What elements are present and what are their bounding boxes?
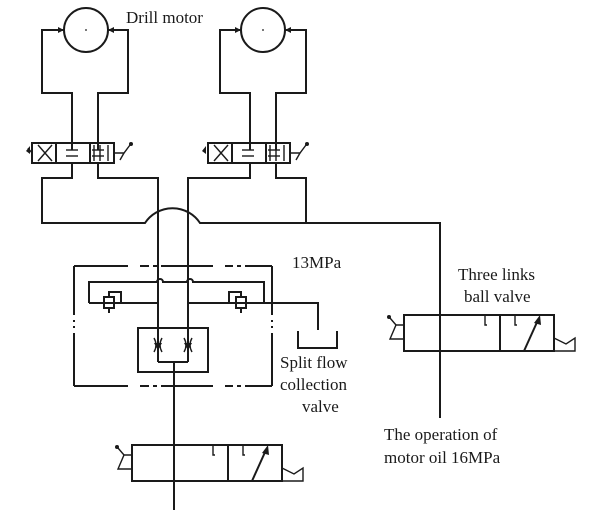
relief-valve-right [228,291,247,313]
pressure-13mpa-label: 13MPa [292,253,342,272]
three-links-label-1: Three links [458,265,535,284]
drill-motor-label: Drill motor [126,8,203,27]
drill-motor-right [219,7,307,150]
tank-icon [297,331,338,349]
directional-valve-right [202,142,309,164]
ball-valve-lower [115,444,304,482]
drill-motor-left [41,7,129,150]
split-flow-valve-enclosure [73,265,273,387]
three-links-label-2: ball valve [464,287,531,306]
operation-label-2: motor oil 16MPa [384,448,501,467]
split-flow-label-2: collection [280,375,348,394]
split-flow-label-1: Split flow [280,353,348,372]
split-flow-collection-valve [137,258,209,510]
ball-valve-upper [387,314,576,352]
split-flow-label-3: valve [302,397,339,416]
operation-label-1: The operation of [384,425,498,444]
return-line [41,207,441,418]
directional-valve-left [26,142,133,164]
relief-valve-left [103,291,122,313]
